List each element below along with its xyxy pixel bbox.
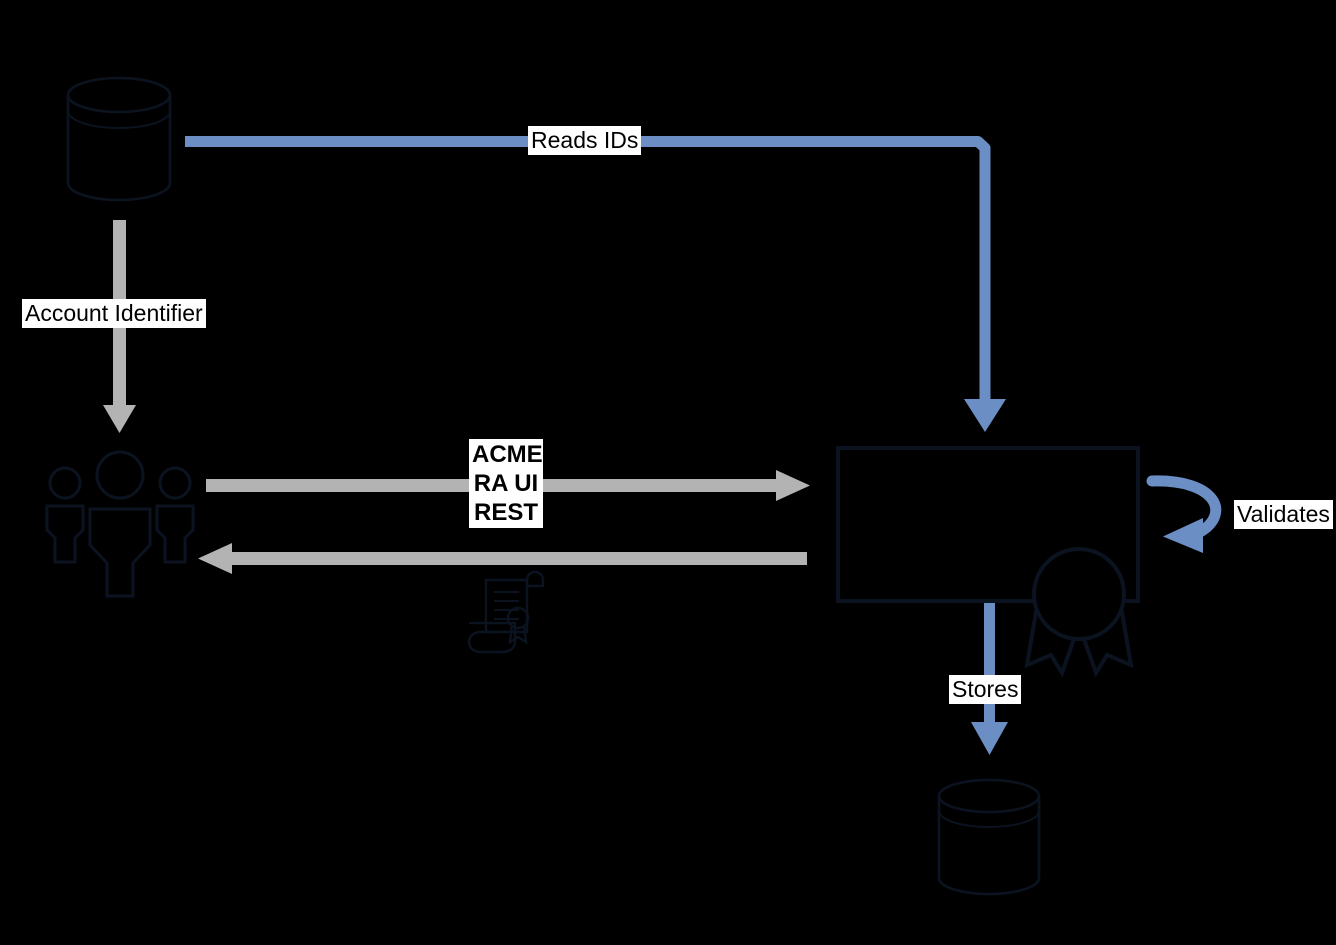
edge-label-account-identifier: Account Identifier <box>22 299 206 328</box>
edge-label-reads-ids: Reads IDs <box>528 126 642 155</box>
edge-label-stores: Stores <box>949 675 1022 704</box>
edge-response <box>198 543 807 574</box>
edge-validates <box>1146 475 1222 553</box>
source-database-cylinder <box>66 76 172 202</box>
edge-stores <box>971 601 1008 755</box>
user-group-icon <box>45 450 195 598</box>
edge-reads-ids <box>185 136 1006 432</box>
edge-label-acme-ra-ui-rest: ACME RA UI REST <box>469 439 543 528</box>
target-database-cylinder <box>937 778 1041 896</box>
edge-label-validates: Validates <box>1234 500 1333 529</box>
certificate-scroll-icon <box>467 570 545 654</box>
ra-server-box <box>836 446 1140 603</box>
certificate-badge-icon <box>1024 547 1134 678</box>
